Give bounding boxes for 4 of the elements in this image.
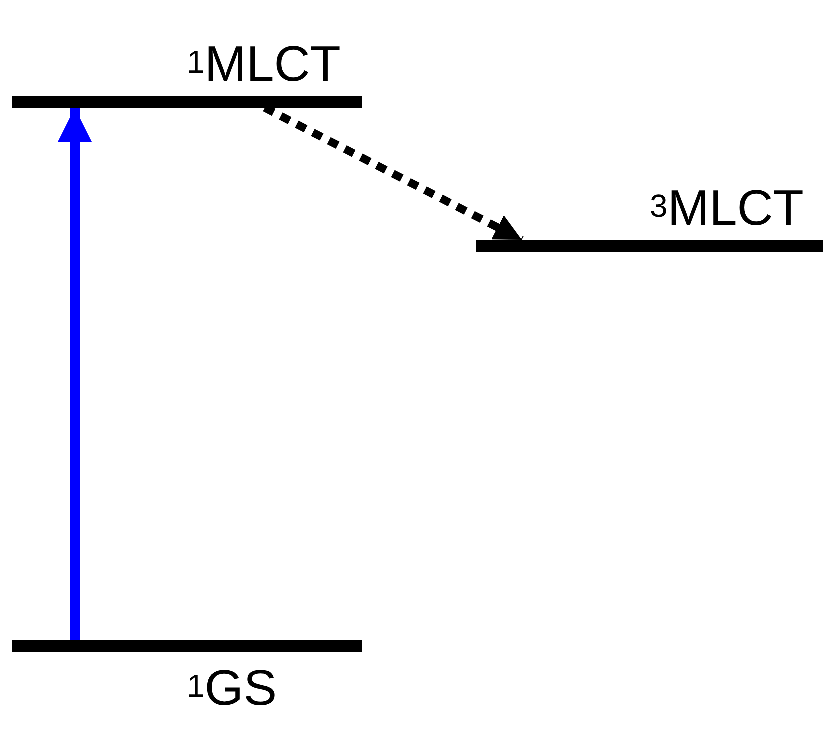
- arrow: [58, 108, 92, 640]
- state-label: $^{1}$MLCT: [187, 36, 341, 92]
- state-label: $^{3}$MLCT: [650, 180, 804, 236]
- state-label: $^{1}$GS: [187, 660, 278, 716]
